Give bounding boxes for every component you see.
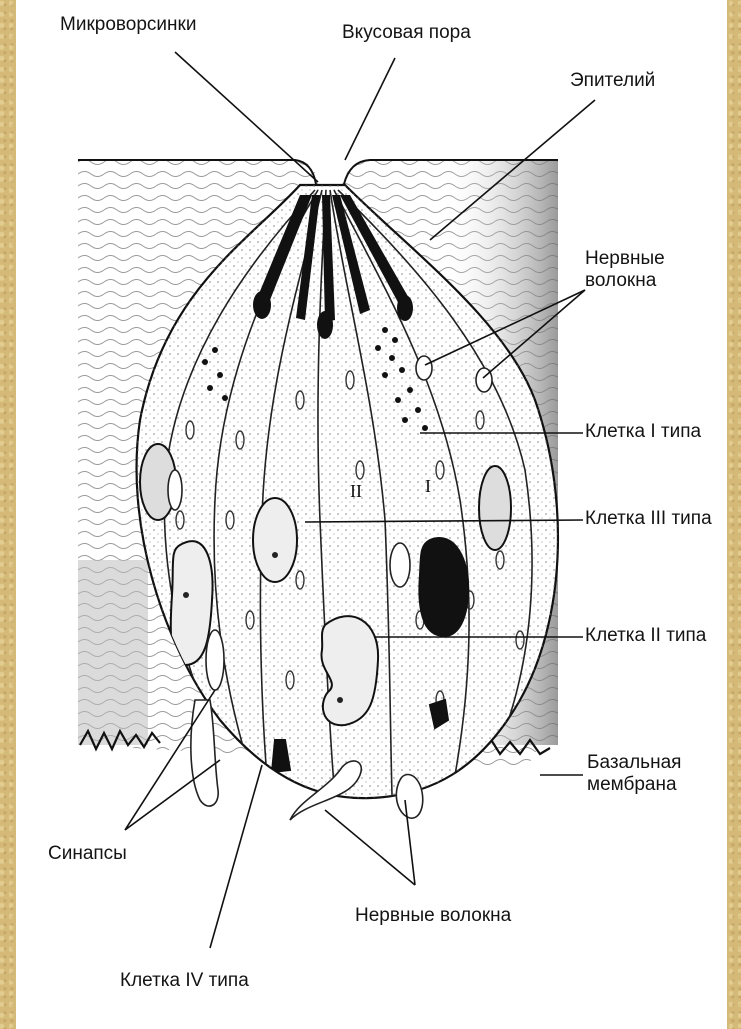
label-synapses: Синапсы	[48, 843, 127, 865]
label-microvilli: Микроворсинки	[60, 14, 196, 36]
label-cell-type-1: Клетка I типа	[585, 421, 701, 443]
label-basal-membrane: Базальная мембрана	[587, 752, 707, 796]
roman-numeral-ii: II	[350, 481, 362, 501]
label-cell-type-4: Клетка IV типа	[120, 970, 249, 992]
label-nerve-fibers-top: Нервные волокна	[585, 248, 695, 292]
roman-numeral-i: I	[425, 476, 431, 496]
label-cell-type-3: Клетка III типа	[585, 508, 712, 530]
label-epithelium: Эпителий	[570, 70, 655, 92]
label-taste-pore: Вкусовая пора	[342, 22, 471, 44]
label-cell-type-2: Клетка II типа	[585, 625, 706, 647]
label-nerve-fibers-bottom: Нервные волокна	[355, 905, 511, 927]
